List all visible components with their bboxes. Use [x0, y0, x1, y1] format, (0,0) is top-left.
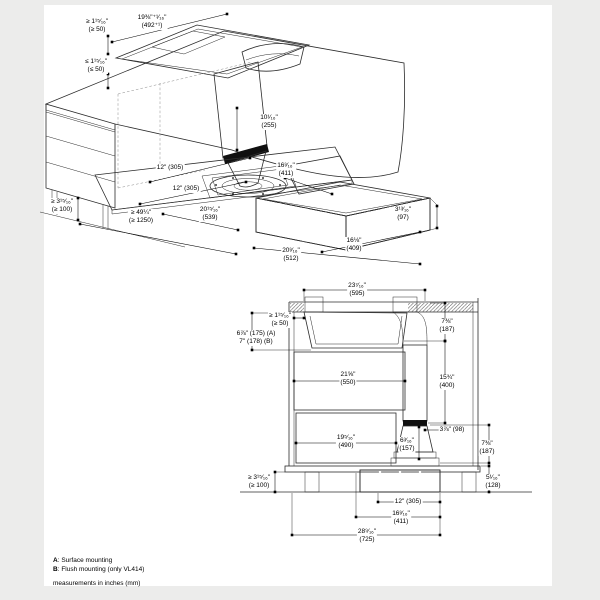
dim-upper-plate-width-front: 12" (305)	[171, 185, 201, 193]
dim-upper-plate-width-rear: 12" (305)	[155, 164, 185, 172]
dim-lower-rear-gap: ≥ 1¹⁵⁄₁₆"(≥ 50)	[267, 312, 293, 328]
dim-lower-upper-right: 7⅜"(187)	[438, 318, 456, 334]
dim-lower-base-width: 12" (305)	[393, 498, 423, 506]
dim-lower-total-width: 28⁹⁄₁₆"(725)	[356, 528, 378, 544]
dim-lower-plinth-height: 5¹⁄₁₆"(128)	[484, 474, 502, 490]
dim-upper-plate-depth: 16³⁄₁₆"(411)	[276, 162, 296, 178]
footnote-b: B: Flush mounting (only VL414)	[53, 566, 145, 573]
dim-upper-blower-offset: 20¹⁵⁄₁₆"(539)	[198, 206, 222, 222]
dim-lower-base-width-outer: 16³⁄₁₆"(411)	[391, 510, 411, 526]
countertop	[44, 24, 406, 178]
dim-lower-inner-width-upper: 21⅝"(550)	[339, 371, 357, 387]
footnote-a: A: Surface mounting	[53, 557, 113, 564]
dim-upper-blower-height: 3¹³⁄₁₆"(97)	[393, 206, 413, 222]
dim-lower-top-width: 23⁷⁄₁₆"(595)	[347, 282, 367, 298]
section-blower	[359, 469, 441, 493]
cabinet-interior-dashed	[117, 61, 253, 189]
lower-view-art	[240, 288, 532, 537]
section-vent-body	[303, 296, 418, 349]
dim-lower-mounting-depth: 6⅞" (175) (A)7" (178) (B)	[235, 330, 277, 346]
cabinet	[39, 104, 186, 248]
dim-upper-cutout-width: 19⅜"⁺¹⁄₁₆"(492⁺¹)	[136, 14, 168, 30]
dim-lower-floor-clearance: ≥ 3¹⁵⁄₁₆"(≥ 100)	[246, 474, 272, 490]
vent-head	[241, 43, 305, 72]
dim-upper-duct-height: 10¹⁄₁₆"(255)	[259, 114, 279, 130]
dim-upper-rear-gap: ≥ 1¹⁵⁄₁₆"(≥ 50)	[84, 18, 110, 34]
duct-flange	[209, 174, 287, 198]
dim-upper-min-cabinet-width: ≥ 49¼"(≥ 1250)	[127, 209, 155, 225]
dim-lower-transition-height: 6³⁄₁₆"(157)	[398, 437, 416, 453]
dim-lower-side-offset: 3⅞" (98)	[438, 426, 466, 434]
dim-upper-blower-depth: 16⅛"(409)	[345, 237, 363, 253]
section-duct	[390, 311, 440, 467]
dim-upper-counter-thickness: ≤ 1¹⁵⁄₁₆"(≤ 50)	[83, 58, 109, 74]
dim-lower-lower-right: 7⅜"(187)	[478, 440, 496, 456]
dim-lower-duct-length: 15¾"(400)	[438, 374, 456, 390]
dim-lower-inner-width-lower: 19⁵⁄₁₆"(490)	[335, 434, 357, 450]
upper-view-art	[39, 12, 439, 266]
dim-upper-floor-clearance: ≥ 3¹⁵⁄₁₆"(≥ 100)	[49, 198, 75, 214]
paper-background	[44, 5, 552, 586]
dim-upper-blower-width: 20³⁄₁₆"(512)	[281, 247, 301, 263]
units-note: measurements in inches (mm)	[53, 580, 141, 587]
